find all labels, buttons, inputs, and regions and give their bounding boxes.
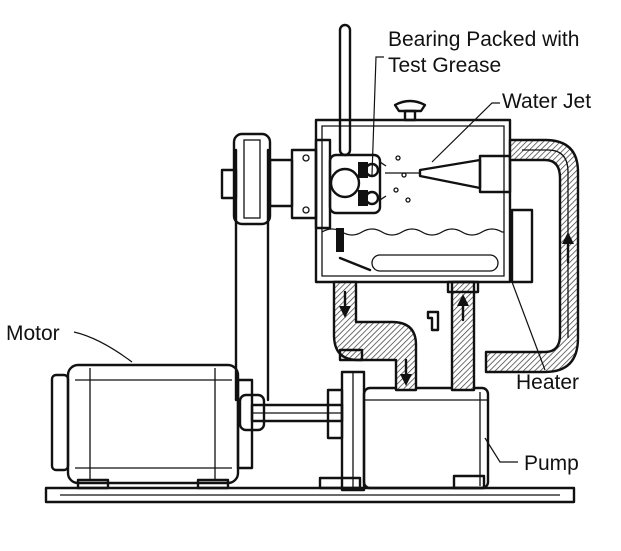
base-plate xyxy=(44,486,576,504)
pump xyxy=(362,386,490,490)
label-heater: Heater xyxy=(516,371,579,394)
water-jet-nozzle xyxy=(385,154,512,194)
pump-coupling xyxy=(318,370,366,492)
motor xyxy=(50,363,254,490)
heater xyxy=(510,208,546,371)
label-bearing-line2: Test Grease xyxy=(388,54,501,77)
label-bearing-line1: Bearing Packed with xyxy=(388,28,579,51)
label-motor: Motor xyxy=(6,322,60,345)
supply-pipe xyxy=(426,280,480,392)
return-pipe xyxy=(484,138,580,374)
label-water-jet: Water Jet xyxy=(502,90,591,113)
leader-lines xyxy=(73,56,518,463)
label-pump: Pump xyxy=(524,452,579,475)
test-rod xyxy=(338,23,352,157)
belt-drive xyxy=(220,132,294,432)
bearing-housing xyxy=(290,138,387,252)
outlet-pipe xyxy=(332,280,418,392)
